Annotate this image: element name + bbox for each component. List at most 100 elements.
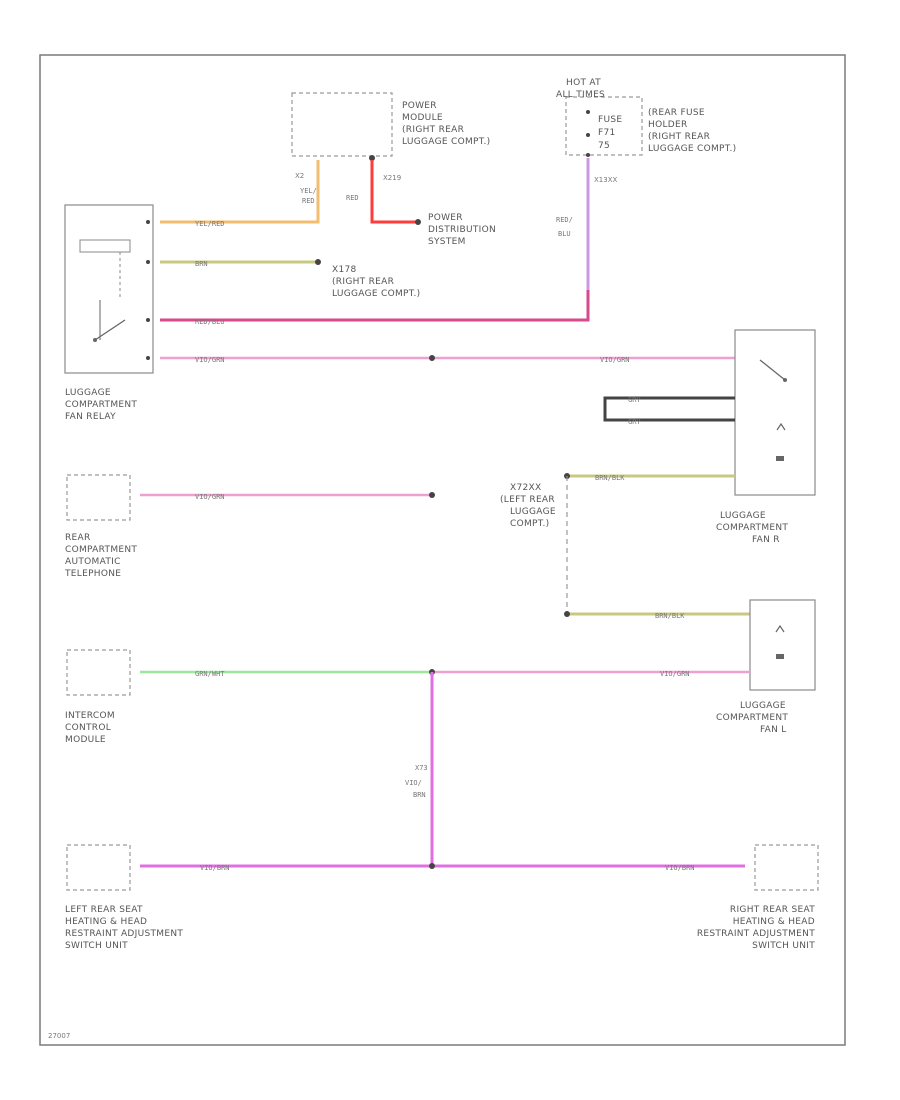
svg-text:LUGGAGE: LUGGAGE: [65, 388, 111, 398]
svg-text:RESTRAINT ADJUSTMENT: RESTRAINT ADJUSTMENT: [697, 929, 815, 939]
svg-text:RESTRAINT ADJUSTMENT: RESTRAINT ADJUSTMENT: [65, 929, 183, 939]
svg-text:(RIGHT REAR: (RIGHT REAR: [332, 277, 394, 287]
svg-text:LUGGAGE COMPT.): LUGGAGE COMPT.): [648, 144, 736, 154]
ground-splice-bottom: [564, 611, 570, 617]
fan-relay-pin-1: [146, 220, 150, 224]
svg-text:MODULE: MODULE: [402, 113, 443, 123]
wire-gray-label-2: GRY: [628, 418, 641, 426]
svg-text:TELEPHONE: TELEPHONE: [64, 569, 121, 579]
svg-text:ALL TIMES: ALL TIMES: [556, 90, 605, 100]
fan-l-symbol: [775, 624, 785, 659]
wire-brn-blk-label-1: BRN/BLK: [595, 474, 625, 482]
fuse-contact-1: [586, 110, 590, 114]
telephone-box: [66, 474, 131, 521]
rear-fuse-label: (REAR FUSE HOLDER (RIGHT REAR LUGGAGE CO…: [648, 108, 736, 154]
svg-text:BRN: BRN: [413, 791, 426, 799]
wire-vio-grn-label-1: VIO/GRN: [195, 356, 225, 364]
left-seat-box: [66, 844, 131, 891]
splice-telephone: [429, 492, 435, 498]
svg-text:HOLDER: HOLDER: [648, 120, 688, 130]
svg-text:HEATING & HEAD: HEATING & HEAD: [733, 917, 815, 927]
wire-vio-brn-label-2: VIO/BRN: [665, 864, 695, 872]
svg-text:RED: RED: [302, 197, 315, 205]
intercom-label: INTERCOM CONTROL MODULE: [65, 711, 115, 745]
x72-splice-label: X72XX (LEFT REAR LUGGAGE COMPT.): [500, 483, 556, 529]
svg-text:COMPARTMENT: COMPARTMENT: [716, 713, 788, 723]
fan-relay-label: LUGGAGE COMPARTMENT FAN RELAY: [65, 388, 137, 422]
svg-text:FAN RELAY: FAN RELAY: [65, 412, 116, 422]
power-module-pin-right: X219: [383, 174, 401, 182]
wire-red-blu-v-label: RED/ BLU: [556, 216, 573, 238]
splice-relay: [429, 355, 435, 361]
svg-text:INTERCOM: INTERCOM: [65, 711, 115, 721]
wire-gray-loop: [603, 396, 735, 422]
svg-text:X178: X178: [332, 265, 357, 275]
svg-text:COMPARTMENT: COMPARTMENT: [65, 545, 137, 555]
intercom-box: [66, 649, 131, 696]
svg-text:CONTROL: CONTROL: [65, 723, 111, 733]
svg-text:COMPT.): COMPT.): [510, 519, 549, 529]
svg-text:LUGGAGE COMPT.): LUGGAGE COMPT.): [402, 137, 490, 147]
wire-brn-label: BRN: [195, 260, 208, 268]
svg-text:SWITCH UNIT: SWITCH UNIT: [752, 941, 815, 951]
svg-text:RED/: RED/: [556, 216, 573, 224]
power-module-box: [291, 92, 393, 157]
svg-text:F71: F71: [598, 128, 616, 138]
fuse-contact-3: [586, 153, 590, 157]
wire-yel-red: [160, 160, 320, 224]
svg-text:(LEFT REAR: (LEFT REAR: [500, 495, 555, 505]
svg-text:LUGGAGE: LUGGAGE: [720, 511, 766, 521]
svg-text:MODULE: MODULE: [65, 735, 106, 745]
svg-text:FAN R: FAN R: [752, 535, 780, 545]
x178-connector: [315, 259, 321, 265]
fan-relay-pin-4: [146, 356, 150, 360]
svg-text:LEFT REAR SEAT: LEFT REAR SEAT: [65, 905, 143, 915]
svg-text:HEATING & HEAD: HEATING & HEAD: [65, 917, 147, 927]
fan-r-box: [734, 329, 816, 496]
svg-text:(RIGHT REAR: (RIGHT REAR: [402, 125, 464, 135]
svg-text:X73: X73: [415, 764, 428, 772]
power-distribution-connector: [415, 219, 421, 225]
svg-text:FUSE: FUSE: [598, 115, 622, 125]
fan-relay-coil: [79, 239, 131, 342]
diagram-frame: [39, 54, 846, 1046]
fan-r-label: LUGGAGE COMPARTMENT FAN R: [716, 511, 788, 545]
right-seat-label: RIGHT REAR SEAT HEATING & HEAD RESTRAINT…: [697, 905, 815, 951]
svg-text:SYSTEM: SYSTEM: [428, 237, 466, 247]
svg-text:YEL/: YEL/: [300, 187, 317, 195]
svg-text:COMPARTMENT: COMPARTMENT: [716, 523, 788, 533]
wire-vio-grn-label-3: VIO/GRN: [195, 493, 225, 501]
rear-fuse-box: [565, 96, 643, 156]
power-module-label: POWER MODULE (RIGHT REAR LUGGAGE COMPT.): [402, 101, 490, 147]
wire-vio-brn-label-1: VIO/BRN: [200, 864, 230, 872]
x178-label: X178 (RIGHT REAR LUGGAGE COMPT.): [332, 265, 420, 299]
wire-vio-brn-v-label: X73 VIO/ BRN: [405, 764, 428, 799]
svg-text:X72XX: X72XX: [510, 483, 541, 493]
fuse-contact-2: [586, 133, 590, 137]
fan-l-label: LUGGAGE COMPARTMENT FAN L: [716, 701, 788, 735]
fan-r-switch: [759, 359, 787, 461]
telephone-label: REAR COMPARTMENT AUTOMATIC TELEPHONE: [64, 533, 137, 579]
right-seat-box: [754, 844, 819, 891]
wire-grn-wht-label: GRN/WHT: [195, 670, 225, 678]
fan-relay-pin-2: [146, 260, 150, 264]
fan-relay-box: [64, 204, 154, 374]
svg-text:AUTOMATIC: AUTOMATIC: [65, 557, 121, 567]
wire-vio-grn-label-2: VIO/GRN: [600, 356, 630, 364]
svg-text:(REAR FUSE: (REAR FUSE: [648, 108, 705, 118]
wire-red-label: RED: [346, 194, 359, 202]
svg-text:(RIGHT REAR: (RIGHT REAR: [648, 132, 710, 142]
svg-text:75: 75: [598, 141, 610, 151]
power-distribution-label: POWER DISTRIBUTION SYSTEM: [428, 213, 496, 247]
svg-text:LUGGAGE: LUGGAGE: [740, 701, 786, 711]
svg-text:LUGGAGE COMPT.): LUGGAGE COMPT.): [332, 289, 420, 299]
svg-text:POWER: POWER: [402, 101, 437, 111]
fuse-pin-label: X13XX: [594, 176, 617, 184]
wire-yel-red-h-label: YEL/RED: [195, 220, 225, 228]
wire-yel-red-label: YEL/ RED: [300, 187, 317, 205]
wire-brn-blk-label-2: BRN/BLK: [655, 612, 685, 620]
power-module-pin-left: X2: [295, 172, 304, 180]
svg-text:VIO/: VIO/: [405, 779, 422, 787]
wire-red-blu-h-label: RED/BLU: [195, 318, 225, 326]
